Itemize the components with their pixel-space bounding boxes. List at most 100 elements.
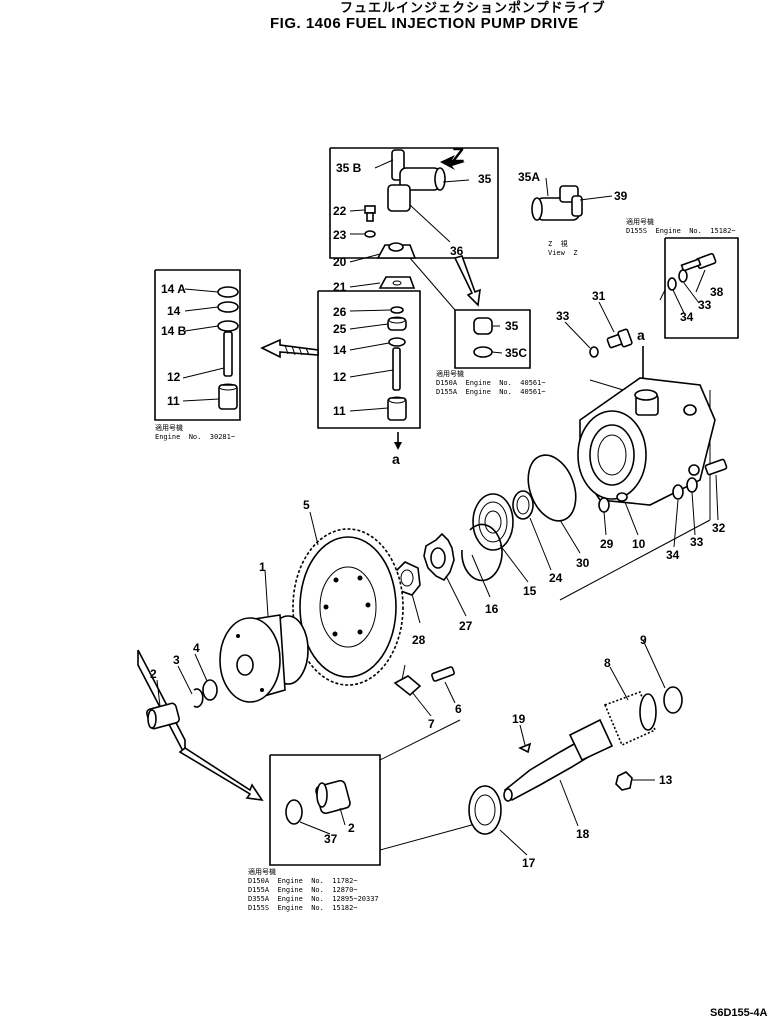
label-1: 1 [259, 560, 266, 574]
label-11-left: 11 [167, 394, 180, 408]
bolt-22 [364, 205, 376, 222]
label-14B: 14 B [161, 324, 187, 338]
seal-25 [387, 316, 407, 331]
lock-plate-7 [393, 664, 422, 697]
leader-lines [156, 159, 719, 856]
bolt-6 [431, 666, 455, 682]
snap-ring-16 [461, 523, 503, 582]
guide-line [409, 257, 456, 311]
label-35-top: 35 [478, 172, 492, 186]
label-37: 37 [324, 832, 338, 846]
gear-5 [292, 528, 404, 686]
washer-33-lower [686, 477, 698, 493]
washer-34-inset [667, 277, 677, 291]
label-34-lower: 34 [666, 548, 680, 562]
arrow-a-down [394, 432, 402, 450]
washer-14a [217, 301, 239, 313]
hub-1 [219, 614, 309, 703]
note-view-z: Z 視 View Z [548, 240, 578, 257]
label-12-mid: 12 [333, 370, 347, 384]
label-Z: Z [452, 145, 465, 167]
note-engine-d155s: 適用号機 D155S Engine No. 15182~ [626, 218, 736, 235]
label-17: 17 [522, 856, 536, 870]
label-20: 20 [333, 255, 347, 269]
label-38: 38 [710, 285, 724, 299]
seal-35-inset [473, 317, 493, 335]
ring-35C [473, 346, 493, 358]
washer-34 [672, 484, 684, 500]
label-14A: 14 A [161, 282, 186, 296]
inset-box-2-37 [269, 754, 381, 866]
gear-8 [603, 690, 657, 747]
label-36: 36 [450, 244, 464, 258]
nut-13 [615, 771, 633, 791]
note-engine-30281: 適用号機 Engine No. 30281~ [155, 424, 236, 441]
spacer-24 [512, 490, 534, 520]
figure-title: FIG. 1406 FUEL INJECTION PUMP DRIVE [270, 15, 579, 32]
bearing-15 [472, 493, 514, 551]
bolt-38 [680, 252, 717, 272]
housing-10 [577, 377, 716, 506]
seal-14B [217, 320, 239, 332]
label-3: 3 [173, 653, 180, 667]
label-28: 28 [412, 633, 426, 647]
guide-line [659, 289, 666, 301]
label-19: 19 [512, 712, 526, 726]
label-23: 23 [333, 228, 347, 242]
seal-14A [217, 286, 239, 298]
hatched-arrow-diagonal [178, 747, 264, 802]
label-a-lower: a [392, 451, 400, 467]
label-6: 6 [455, 702, 462, 716]
label-33-top: 33 [556, 309, 570, 323]
label-33-lower: 33 [690, 535, 704, 549]
washer-14b [388, 337, 406, 347]
hatched-arrow-down [453, 255, 481, 307]
label-33-inset: 33 [698, 298, 712, 312]
washer-29 [598, 497, 610, 513]
label-39: 39 [614, 189, 628, 203]
inset-box-35 [329, 147, 499, 259]
bearing-17 [468, 785, 502, 835]
shaft-18 [503, 718, 614, 802]
label-29: 29 [600, 537, 614, 551]
label-14-left: 14 [167, 304, 181, 318]
ring-9 [663, 686, 683, 714]
inset-box-11-14A [154, 269, 241, 421]
label-27: 27 [459, 619, 473, 633]
washer-23 [364, 230, 376, 238]
label-18: 18 [576, 827, 590, 841]
label-a-upper: a [637, 327, 645, 343]
drawing-code: S6D155-4A [710, 1007, 768, 1019]
washer-33-inset [678, 269, 688, 283]
label-35A: 35A [518, 170, 541, 184]
label-24: 24 [549, 571, 563, 585]
bushing-11b [387, 396, 407, 421]
lock-washer-27 [423, 532, 455, 582]
pin-12a [223, 331, 233, 377]
o-ring-37 [285, 799, 303, 825]
label-5: 5 [303, 498, 310, 512]
label-2-inset: 2 [348, 821, 355, 835]
o-ring-30 [527, 454, 577, 522]
label-7: 7 [428, 717, 435, 731]
valve-35 [387, 149, 446, 212]
label-15: 15 [523, 584, 537, 598]
ring-3 [193, 688, 204, 708]
flange-20 [376, 242, 417, 259]
valve-35A [531, 185, 583, 221]
washer-4 [202, 679, 218, 701]
view-z-arrow [440, 155, 465, 170]
washer-33 [589, 346, 599, 358]
label-12-left: 12 [167, 370, 181, 384]
guide-line [559, 519, 711, 601]
o-ring-26 [390, 306, 404, 314]
label-22: 22 [333, 204, 347, 218]
inset-box-38 [664, 237, 739, 339]
label-8: 8 [604, 656, 611, 670]
pin-2b [315, 779, 351, 815]
label-34-inset: 34 [680, 310, 694, 324]
label-35C: 35C [505, 346, 528, 360]
label-35B: 35 B [336, 161, 362, 175]
